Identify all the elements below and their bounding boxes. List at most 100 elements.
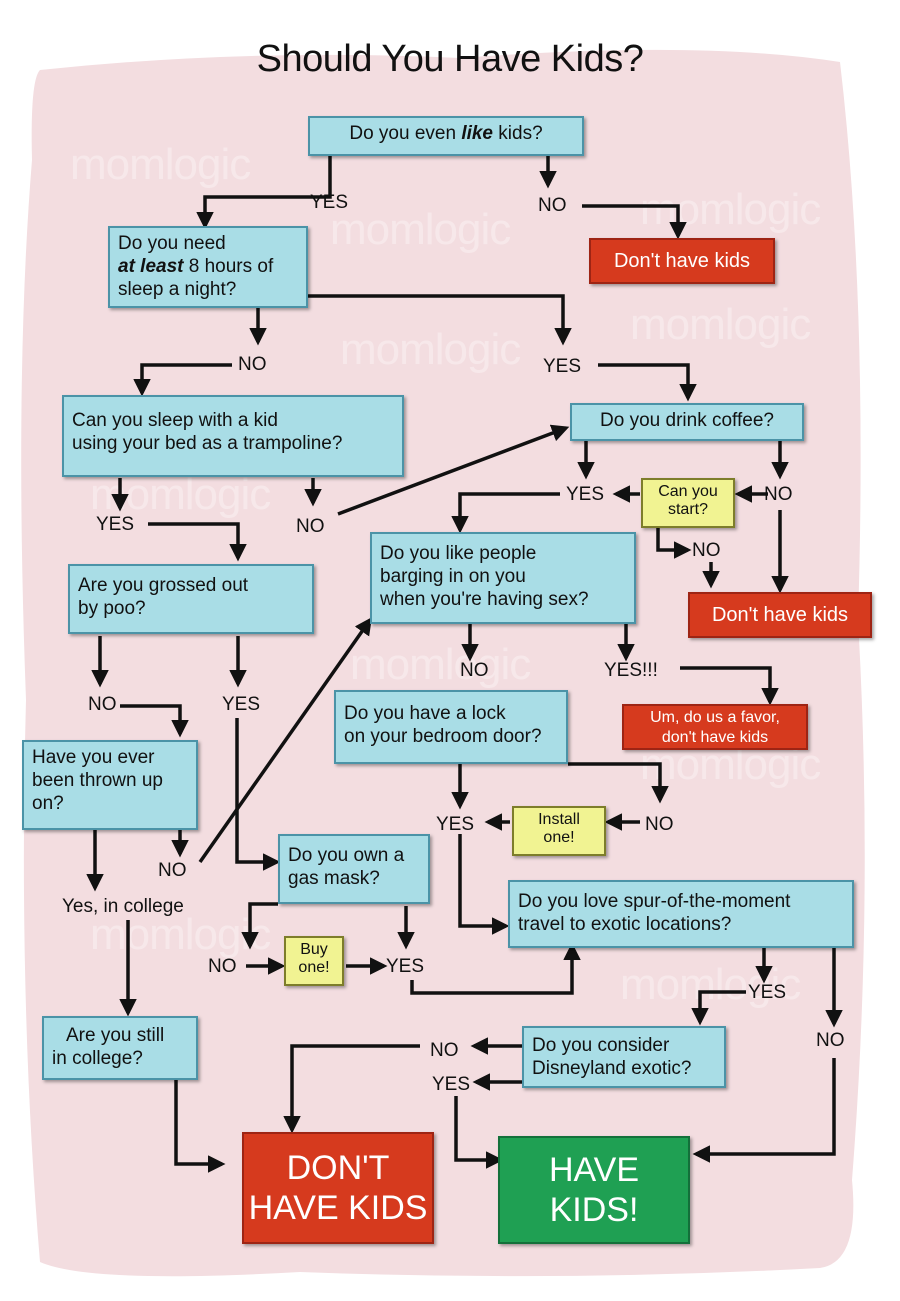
branch-label-yes: YES: [436, 814, 475, 835]
node-text: Are you grossed out: [78, 575, 249, 596]
branch-label-no: NO: [208, 956, 237, 977]
arrow: [451, 492, 560, 534]
watermark: momlogic: [90, 910, 271, 959]
branch-label-no: NO: [764, 484, 793, 505]
arrow: [691, 990, 746, 1026]
final-outcome-have-kids: HAVE KIDS!: [498, 1136, 690, 1244]
node-text: on your bedroom door?: [344, 726, 542, 747]
node-text: sleep a night?: [118, 279, 237, 300]
node-text: one!: [298, 959, 330, 976]
watermark: momlogic: [330, 205, 511, 254]
arrow: [337, 424, 570, 516]
branch-label-yes: YES: [96, 514, 135, 535]
chart-title: Should You Have Kids?: [256, 38, 644, 80]
branch-label-yes-college: Yes, in college: [62, 896, 184, 917]
branch-label-yes: YES: [748, 982, 787, 1003]
question-coffee: Do you drink coffee?: [570, 403, 804, 441]
arrow: [307, 294, 572, 346]
node-text: 8 hours of: [183, 256, 274, 277]
arrow: [692, 1058, 836, 1163]
outcome-text: Don't have kids: [711, 604, 849, 626]
node-text: Install: [538, 811, 580, 828]
question-travel: Do you love spur-of-the-moment travel to…: [508, 880, 854, 948]
question-trampoline: Can you sleep with a kid using your bed …: [62, 395, 404, 477]
arrow: [582, 204, 687, 240]
branch-label-no: NO: [692, 540, 721, 561]
branch-label-no: NO: [238, 354, 267, 375]
node-text: Are you still: [66, 1025, 165, 1046]
branch-label-no: NO: [430, 1040, 459, 1061]
node-text: Do you drink coffee?: [600, 410, 774, 431]
node-text: on?: [32, 793, 64, 814]
question-gas-mask: Do you own a gas mask?: [278, 834, 430, 904]
node-text: Buy: [300, 941, 328, 958]
outcome-text: HAVE KIDS: [248, 1189, 428, 1227]
outcome-text: don't have kids: [661, 729, 769, 746]
node-text: when you're having sex?: [380, 589, 589, 610]
suggestion-install-lock: Install one!: [512, 806, 606, 856]
node-text: Do you love spur-of-the-moment: [518, 891, 791, 912]
node-text: in college?: [52, 1048, 143, 1069]
node-text: gas mask?: [288, 868, 380, 889]
branch-label-yes: YES: [566, 484, 605, 505]
node-text: Have you ever: [32, 747, 155, 768]
branch-label-no: NO: [296, 516, 325, 537]
arrow: [458, 834, 510, 935]
arrow: [148, 522, 247, 562]
outcome-text: Don't have kids: [613, 250, 751, 272]
outcome-dont-have-kids: Don't have kids: [589, 238, 775, 284]
node-text: Do you have a lock: [344, 703, 506, 724]
question-sleep-hours: Do you need at least 8 hours of sleep a …: [108, 226, 308, 308]
branch-label-yes: YES: [543, 356, 582, 377]
node-text: using your bed as a trampoline?: [72, 433, 343, 454]
node-text: start?: [667, 501, 708, 518]
node-text: been thrown up: [32, 770, 163, 791]
branch-label-no: NO: [538, 195, 567, 216]
question-poo: Are you grossed out by poo?: [68, 564, 314, 634]
node-text: Do you even: [349, 123, 462, 144]
branch-label-no: NO: [460, 660, 489, 681]
arrow: [410, 942, 581, 995]
arrow: [568, 762, 669, 804]
branch-label-yes: YES: [386, 956, 425, 977]
branch-label-yes: YES: [310, 192, 349, 213]
outcome-dont-have-kids: Don't have kids: [688, 592, 872, 638]
watermark: momlogic: [350, 640, 531, 689]
node-text: kids?: [493, 123, 543, 144]
outcome-text: DON'T: [286, 1149, 390, 1187]
branch-label-yes: YES: [432, 1074, 471, 1095]
node-text: Do you own a: [288, 845, 405, 866]
question-barging: Do you like people barging in on you whe…: [370, 532, 636, 624]
arrow: [235, 718, 281, 871]
node-text: Do you like people: [380, 543, 537, 564]
node-text: one!: [543, 829, 575, 846]
node-text: by poo?: [78, 598, 146, 619]
question-lock: Do you have a lock on your bedroom door?: [334, 690, 568, 764]
outcome-text: KIDS!: [549, 1191, 639, 1229]
outcome-text: HAVE: [548, 1151, 640, 1189]
branch-label-yes-excl: YES!!!: [604, 660, 658, 681]
suggestion-buy-mask: Buy one!: [284, 936, 344, 986]
node-text: Do you need: [118, 233, 226, 254]
node-text: Can you: [658, 483, 718, 500]
arrow: [120, 704, 189, 738]
watermark: momlogic: [630, 300, 811, 349]
arrow: [598, 363, 697, 402]
question-disneyland: Do you consider Disneyland exotic?: [522, 1026, 726, 1088]
question-thrown-up: Have you ever been thrown up on?: [22, 740, 198, 830]
watermark: momlogic: [340, 325, 521, 374]
branch-label-no: NO: [816, 1030, 845, 1051]
watermark: momlogic: [70, 140, 251, 189]
arrow: [656, 528, 692, 559]
node-text: barging in on you: [380, 566, 526, 587]
arrow: [283, 1044, 420, 1134]
node-text-emphasis: like: [461, 123, 494, 144]
branch-label-no: NO: [645, 814, 674, 835]
arrow: [241, 902, 278, 950]
branch-label-no: NO: [158, 860, 187, 881]
arrow: [680, 666, 779, 706]
node-text: Disneyland exotic?: [532, 1058, 692, 1079]
final-outcome-dont-have-kids: DON'T HAVE KIDS: [242, 1132, 434, 1244]
